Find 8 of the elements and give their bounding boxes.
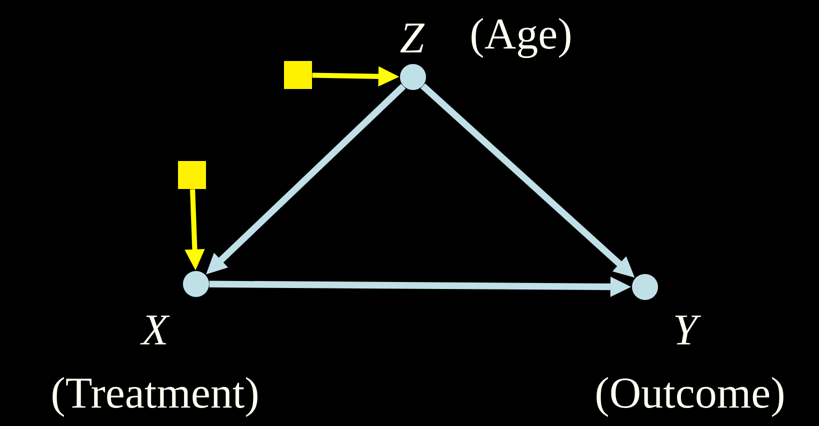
variable-label: X: [140, 316, 170, 344]
variable-label: Y: [675, 316, 702, 344]
intervention-square: [178, 161, 206, 189]
variable-label: Z: [400, 24, 425, 52]
variable-description: (Age): [472, 18, 570, 58]
intervention-square: [284, 61, 312, 89]
variable-description: (Outcome): [596, 377, 784, 417]
variable-description: (Treatment): [52, 377, 258, 417]
